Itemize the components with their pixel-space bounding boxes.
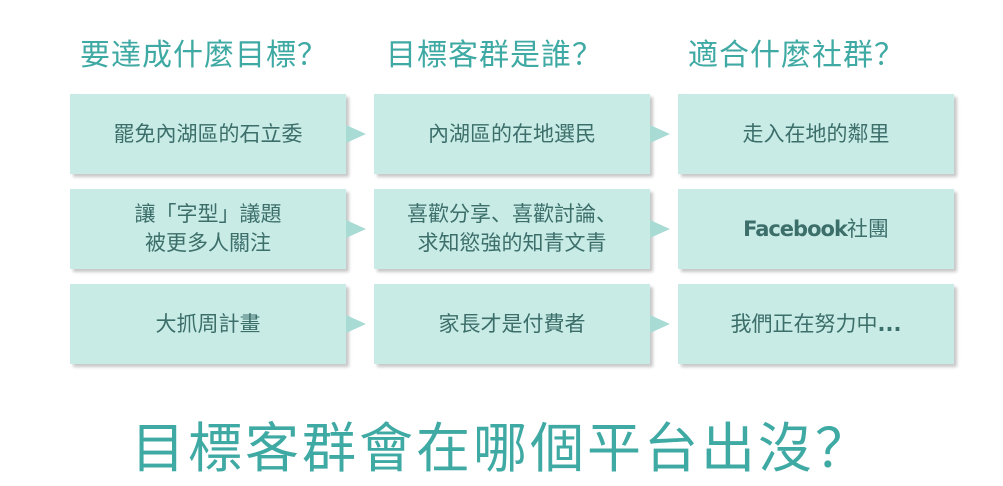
platform-box-2: Facebook社團 [678,189,954,269]
goal-line: 罷免內湖區的石立委 [113,121,303,146]
goal-line: 大抓周計畫 [155,311,261,336]
audience-line: 喜歡分享、喜歡討論、 [407,202,617,226]
ellipsis: ... [877,311,902,336]
arrow-right-icon [650,315,670,333]
platform-text: 走入在地的鄰里 [742,121,890,146]
audience-box-3: 家長才是付費者 [374,284,650,364]
goal-line: 被更多人關注 [145,231,271,255]
arrow-right-icon [650,220,670,238]
footer-question: 目標客群會在哪個平台出沒？ [131,417,872,480]
goal-box-1: 罷免內湖區的石立委 [70,94,346,174]
audience-box-1: 內湖區的在地選民 [374,94,650,174]
facebook-brand: Facebook [743,216,848,241]
header-platform: 適合什麼社群？ [688,38,905,73]
arrow-right-icon [346,220,366,238]
arrow-right-icon [346,315,366,333]
platform-box-3: 我們正在努力中... [678,284,954,364]
audience-box-2: 喜歡分享、喜歡討論、 求知慾強的知青文青 [374,189,650,269]
header-goal: 要達成什麼目標？ [80,38,328,73]
platform-text: 我們正在努力中 [730,311,878,336]
audience-line: 求知慾強的知青文青 [417,231,607,255]
arrow-right-icon [650,125,670,143]
audience-line: 內湖區的在地選民 [428,121,596,146]
goal-box-3: 大抓周計畫 [70,284,346,364]
platform-text: 社團 [846,216,889,241]
platform-box-1: 走入在地的鄰里 [678,94,954,174]
audience-line: 家長才是付費者 [438,311,586,336]
goal-line: 讓「字型」議題 [134,202,282,226]
arrow-right-icon [346,125,366,143]
header-audience: 目標客群是誰？ [386,38,603,73]
goal-box-2: 讓「字型」議題 被更多人關注 [70,189,346,269]
